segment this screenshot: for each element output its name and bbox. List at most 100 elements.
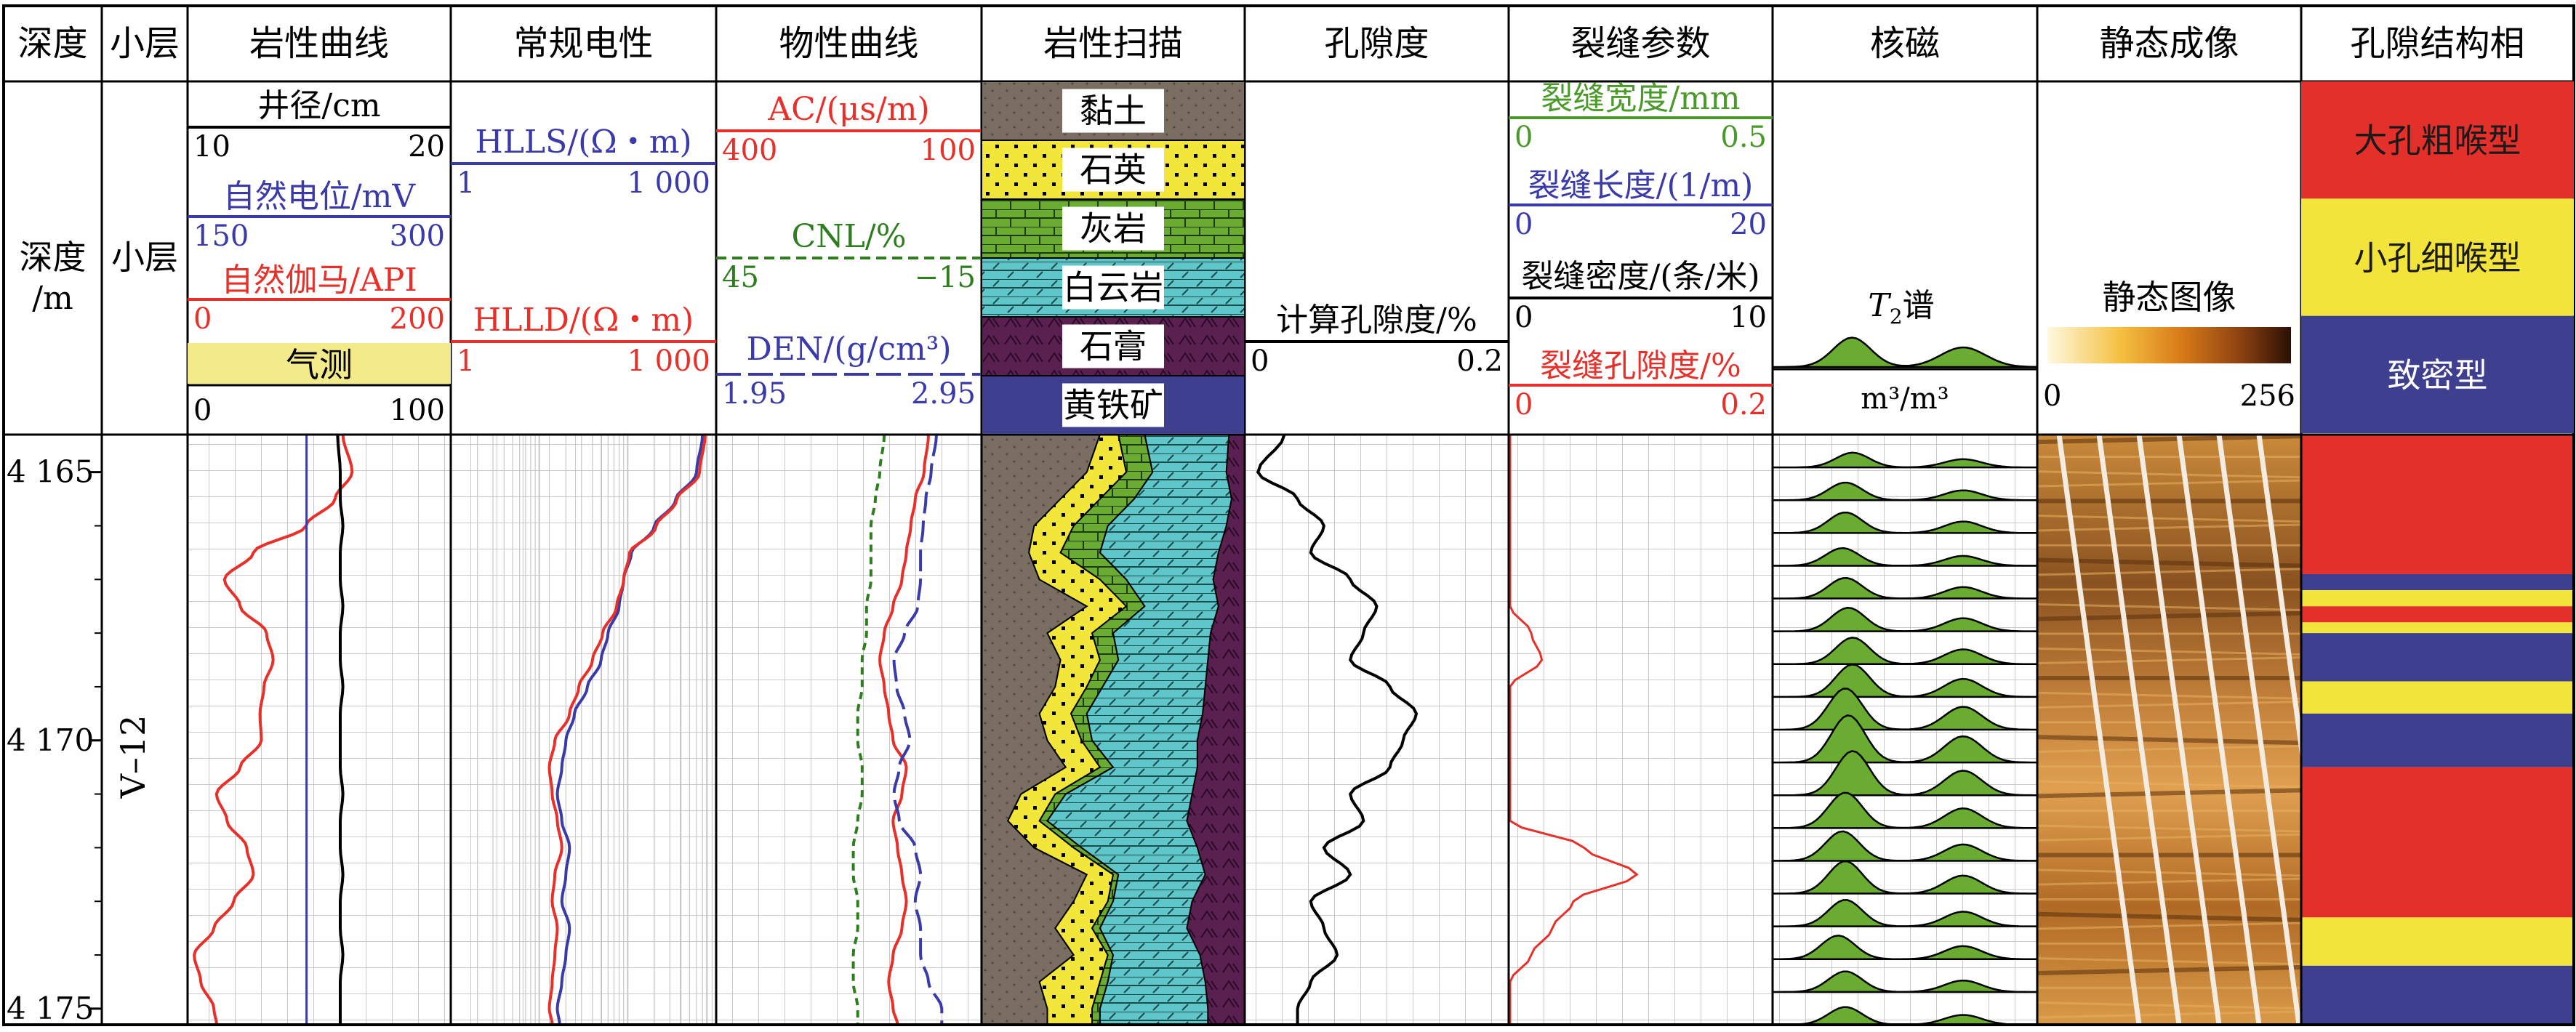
curve-min: 0	[193, 302, 212, 336]
curve-name: AC/(μs/m)	[767, 91, 929, 128]
nmr-spectrum-title: T2谱	[1868, 287, 1934, 328]
track-grid-lith_curves	[188, 435, 451, 1025]
image-texture-band	[2037, 744, 2302, 753]
curve-name: HLLD/(Ω・m)	[473, 302, 694, 339]
image-texture-band	[2037, 523, 2302, 532]
facies-legend-label: 致密型	[2388, 355, 2488, 395]
curve-max: −15	[915, 261, 976, 294]
facies-interval	[2301, 713, 2574, 767]
text-layer: 4 1654 1704 175V–12深度小层岩性曲线常规电性物性曲线岩性扫描孔…	[7, 23, 2574, 1026]
image-pad-gap	[2216, 434, 2302, 1025]
column-title-lith_curves: 岩性曲线	[249, 23, 389, 64]
image-texture-band	[2037, 780, 2302, 789]
lith-legend-label-bg	[1062, 89, 1164, 133]
image-texture-band	[2037, 868, 2302, 877]
image-texture-band	[2037, 515, 2302, 523]
image-texture-band	[2037, 833, 2302, 842]
image-colorbar-title: 静态图像	[2103, 278, 2236, 317]
curve-name: 自然伽马/API	[221, 262, 417, 299]
zone-header-label: 小层	[111, 238, 178, 277]
track-frames	[2, 4, 2575, 1026]
zone-name-label: V–12	[113, 715, 153, 799]
facies-interval	[2301, 606, 2574, 623]
facies-legend-label: 小孔细喉型	[2354, 238, 2521, 278]
gas-min: 0	[193, 394, 212, 427]
image-texture-band	[2037, 735, 2302, 746]
lith-legend-label: 黏土	[1080, 92, 1147, 131]
gas-max: 100	[390, 394, 445, 427]
lith-legend-label-bg	[1062, 148, 1164, 192]
curve-name: HLLS/(Ω・m)	[475, 124, 691, 161]
image-pad-gap	[2176, 434, 2262, 1025]
track-grid-porosity	[1245, 435, 1509, 1025]
image-colorbar	[2047, 327, 2291, 363]
curve-max: 20	[1730, 208, 1767, 241]
gr-curve	[193, 434, 354, 1025]
image-texture-band	[2037, 610, 2302, 621]
lith-legend-label: 灰岩	[1080, 209, 1147, 249]
curve-max: 0.5	[1720, 121, 1767, 154]
image-texture-band	[2037, 922, 2302, 930]
facies-interval	[2301, 681, 2574, 714]
depth-tick-label: 4 175	[7, 991, 94, 1026]
curve-max: 300	[390, 219, 445, 253]
image-texture-band	[2037, 788, 2302, 799]
curve-min: 0	[1514, 301, 1533, 334]
image-colorbar-min: 0	[2043, 379, 2061, 413]
lith-legend-label: 石英	[1080, 150, 1147, 190]
image-texture-band	[2037, 877, 2302, 886]
facies-legend-swatch	[2301, 315, 2574, 433]
facies-interval	[2301, 767, 2574, 918]
porosity-curve	[1256, 434, 1419, 1025]
curve-max: 2.95	[911, 377, 976, 411]
depth-header-label: 深度	[20, 238, 87, 277]
curve-min: 45	[722, 261, 759, 294]
image-texture-band	[2037, 568, 2302, 576]
facies-legend-label: 大孔粗喉型	[2354, 121, 2521, 161]
caliper-curve	[336, 434, 345, 1025]
column-title-fracture: 裂缝参数	[1570, 23, 1710, 64]
fracture-porosity-curve	[1509, 435, 1639, 1025]
image-texture-band	[2037, 824, 2302, 833]
facies-interval	[2301, 573, 2574, 591]
column-title-zone: 小层	[110, 23, 180, 64]
column-title-resistivity: 常规电性	[513, 23, 653, 64]
facies-interval	[2301, 633, 2574, 682]
image-pad-gap	[2096, 434, 2182, 1025]
curve-min: 0	[1514, 388, 1533, 422]
curve-min: 1.95	[722, 377, 787, 411]
column-title-lith_scan: 岩性扫描	[1043, 23, 1183, 64]
curve-min: 0	[1514, 208, 1533, 241]
image-texture-band	[2037, 557, 2302, 568]
curve-min: 150	[193, 219, 249, 253]
column-title-porosity: 孔隙度	[1324, 23, 1429, 64]
depth-tick-label: 4 165	[7, 454, 94, 490]
curve-name: 井径/cm	[257, 87, 380, 124]
image-texture-band	[2037, 911, 2302, 922]
image-pad-gap	[2056, 434, 2142, 1025]
facies-interval	[2301, 590, 2574, 607]
curve-min: 10	[193, 130, 230, 164]
image-texture-band	[2037, 470, 2302, 479]
lith-legend-label-bg	[1062, 206, 1164, 251]
curve-max: 200	[390, 302, 445, 336]
curve-name: DEN/(g/cm³)	[746, 331, 951, 368]
gas-label: 气测	[286, 345, 353, 384]
depth-unit-label: /m	[32, 280, 73, 317]
curve-max: 20	[408, 130, 445, 164]
curve-min: 400	[722, 134, 777, 167]
curve-name: 裂缝密度/(条/米)	[1522, 258, 1760, 295]
lith-legend-label: 黄铁矿	[1063, 386, 1163, 425]
curve-min: 0	[1251, 344, 1269, 378]
curve-min: 1	[457, 344, 475, 378]
lith-legend-label-bg	[1062, 383, 1164, 427]
curve-max: 1 000	[627, 344, 710, 378]
facies-legend-swatch	[2301, 198, 2574, 316]
outer-frame	[2, 4, 2575, 1026]
gas-bar	[188, 343, 451, 384]
lith-legend-label-bg	[1062, 265, 1164, 310]
facies-interval	[2301, 965, 2574, 1025]
curve-name: 裂缝宽度/mm	[1541, 80, 1740, 117]
image-colorbar-max: 256	[2240, 379, 2295, 413]
